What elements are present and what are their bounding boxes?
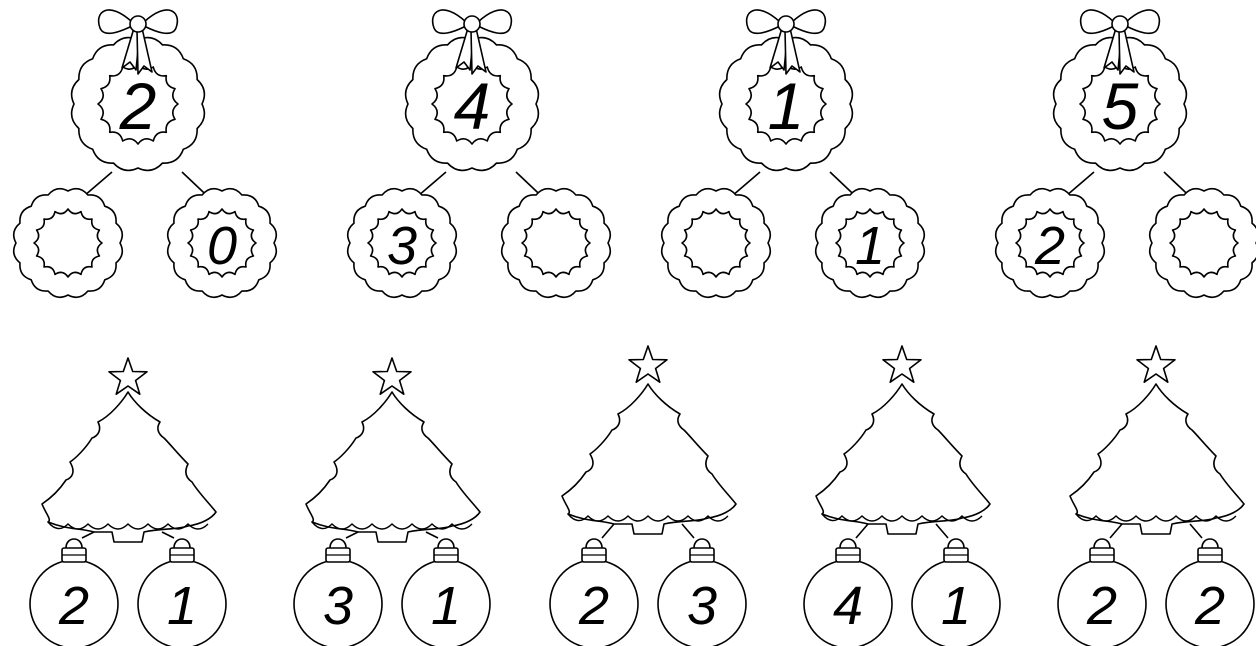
right-ornament[interactable]: 3 bbox=[658, 539, 746, 646]
ornament-string bbox=[856, 524, 868, 538]
top-wreath: 2 bbox=[72, 10, 205, 170]
part-number: 1 bbox=[855, 216, 885, 276]
star-icon bbox=[373, 358, 411, 394]
left-ornament[interactable]: 2 bbox=[30, 539, 118, 646]
top-wreath: 1 bbox=[720, 10, 853, 170]
ornament-string bbox=[82, 532, 94, 538]
part-number: 0 bbox=[207, 216, 237, 276]
right-part-wreath[interactable] bbox=[1150, 189, 1256, 298]
wreath-number-bond: 20 bbox=[14, 10, 277, 297]
right-ornament[interactable]: 1 bbox=[402, 539, 490, 646]
ornament-number: 1 bbox=[941, 576, 971, 636]
left-part-wreath[interactable] bbox=[662, 189, 771, 298]
right-part-wreath[interactable]: 0 bbox=[168, 189, 277, 298]
whole-number: 2 bbox=[119, 69, 157, 143]
ornament-string bbox=[346, 532, 358, 538]
ornament-string bbox=[426, 532, 438, 538]
right-ornament[interactable]: 2 bbox=[1166, 539, 1254, 646]
left-ornament[interactable]: 2 bbox=[1058, 539, 1146, 646]
left-part-wreath[interactable]: 3 bbox=[348, 189, 457, 298]
left-ornament[interactable]: 2 bbox=[550, 539, 638, 646]
ornament-number: 2 bbox=[1194, 576, 1225, 636]
tree-icon bbox=[816, 384, 990, 534]
tree-icon bbox=[562, 384, 736, 534]
tree-icon bbox=[306, 392, 480, 542]
wreath-number-bond: 11 bbox=[662, 10, 925, 297]
ornament-number: 1 bbox=[167, 576, 197, 636]
left-ornament[interactable]: 3 bbox=[294, 539, 382, 646]
whole-number: 1 bbox=[768, 69, 805, 143]
right-ornament[interactable]: 1 bbox=[138, 539, 226, 646]
wreath-number-bond: 52 bbox=[996, 10, 1256, 297]
tree-icon bbox=[42, 392, 216, 542]
whole-number: 5 bbox=[1102, 69, 1139, 143]
ornament-string bbox=[1190, 524, 1202, 538]
ornament-string bbox=[682, 524, 694, 538]
ornament-number: 1 bbox=[431, 576, 461, 636]
ornament-number: 2 bbox=[1086, 576, 1117, 636]
ornament-number: 3 bbox=[323, 576, 353, 636]
ornament-string bbox=[602, 524, 614, 538]
top-wreath: 4 bbox=[406, 10, 539, 170]
ornament-number: 4 bbox=[833, 576, 863, 636]
right-ornament[interactable]: 1 bbox=[912, 539, 1000, 646]
left-part-wreath[interactable] bbox=[14, 189, 123, 298]
whole-number: 4 bbox=[454, 69, 491, 143]
ornament-string bbox=[1110, 524, 1122, 538]
ornament-string bbox=[936, 524, 948, 538]
top-wreath: 5 bbox=[1054, 10, 1187, 170]
right-part-wreath[interactable] bbox=[502, 189, 611, 298]
ornament-number: 3 bbox=[687, 576, 717, 636]
star-icon bbox=[109, 358, 147, 394]
star-icon bbox=[1137, 346, 1175, 382]
ornament-string bbox=[162, 532, 174, 538]
wreath-number-bond: 43 bbox=[348, 10, 611, 297]
part-number: 3 bbox=[387, 216, 417, 276]
tree-icon bbox=[1070, 384, 1244, 534]
left-ornament[interactable]: 4 bbox=[804, 539, 892, 646]
ornament-number: 2 bbox=[58, 576, 89, 636]
part-number: 2 bbox=[1034, 216, 1065, 276]
left-part-wreath[interactable]: 2 bbox=[996, 189, 1105, 298]
star-icon bbox=[883, 346, 921, 382]
star-icon bbox=[629, 346, 667, 382]
ornament-number: 2 bbox=[578, 576, 609, 636]
right-part-wreath[interactable]: 1 bbox=[816, 189, 925, 298]
